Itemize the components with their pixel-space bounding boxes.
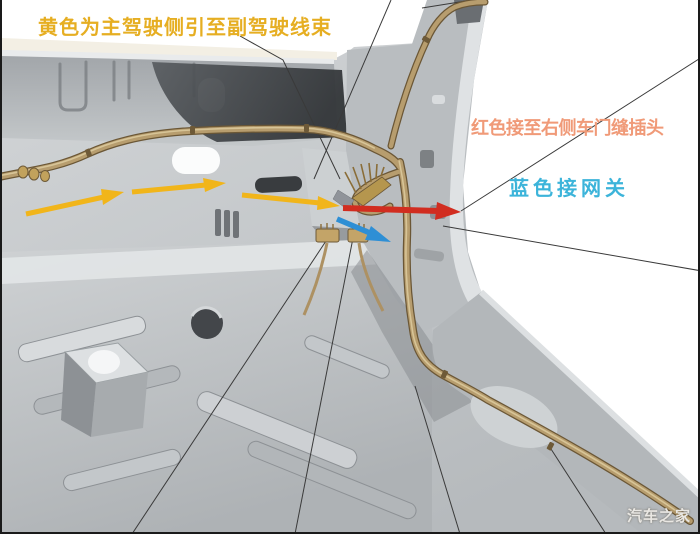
blue-route-label: 蓝色接网关 xyxy=(509,176,629,200)
floor-hole-rim xyxy=(190,306,223,319)
pin-connector-pins xyxy=(344,162,385,194)
panel-dark-slot xyxy=(255,176,303,193)
leader-connector-down-1 xyxy=(294,237,354,532)
red-arrow xyxy=(342,202,461,220)
yellow-arrow-2 xyxy=(131,178,226,195)
vent-slots xyxy=(215,209,239,238)
cowl-top-strip xyxy=(2,38,337,60)
a-pillar-flange-highlight xyxy=(449,0,488,302)
leader-right-clip xyxy=(442,225,698,271)
leader-yellow-text-to-connector xyxy=(239,35,341,180)
sill-flange-highlight xyxy=(478,289,698,498)
floor-white-oval xyxy=(88,350,120,374)
route-arrows xyxy=(25,178,461,242)
harness-clips xyxy=(85,35,555,451)
floor-round-hole xyxy=(191,307,223,339)
pin-connector-body xyxy=(351,176,392,207)
yellow-arrow-1 xyxy=(25,189,124,217)
cowl-edge-highlight xyxy=(2,50,334,65)
harness-tape-rings xyxy=(17,165,50,182)
cowl-recess-shadow xyxy=(152,62,347,142)
site-watermark: 汽车之家 xyxy=(626,507,691,525)
yellow-arrow-3 xyxy=(241,192,340,210)
rocker-sill xyxy=(432,292,698,532)
blue-arrow xyxy=(335,216,391,242)
seat-crossmember xyxy=(2,240,422,284)
yellow-route-label: 黄色为主驾驶侧引至副驾驶线束 xyxy=(38,15,332,39)
leader-lines xyxy=(132,0,698,532)
leader-connector-down-2 xyxy=(132,240,327,532)
branch-wires xyxy=(302,242,385,316)
red-route-label: 红色接至右侧车门缝插头 xyxy=(471,118,664,139)
panel-cutout-hole xyxy=(172,147,220,174)
leader-top-edge xyxy=(313,0,392,180)
leader-red-text-to-arrow xyxy=(460,58,698,212)
leader-sill-clip-1 xyxy=(414,385,460,532)
leader-sill-clip-2 xyxy=(550,448,606,532)
